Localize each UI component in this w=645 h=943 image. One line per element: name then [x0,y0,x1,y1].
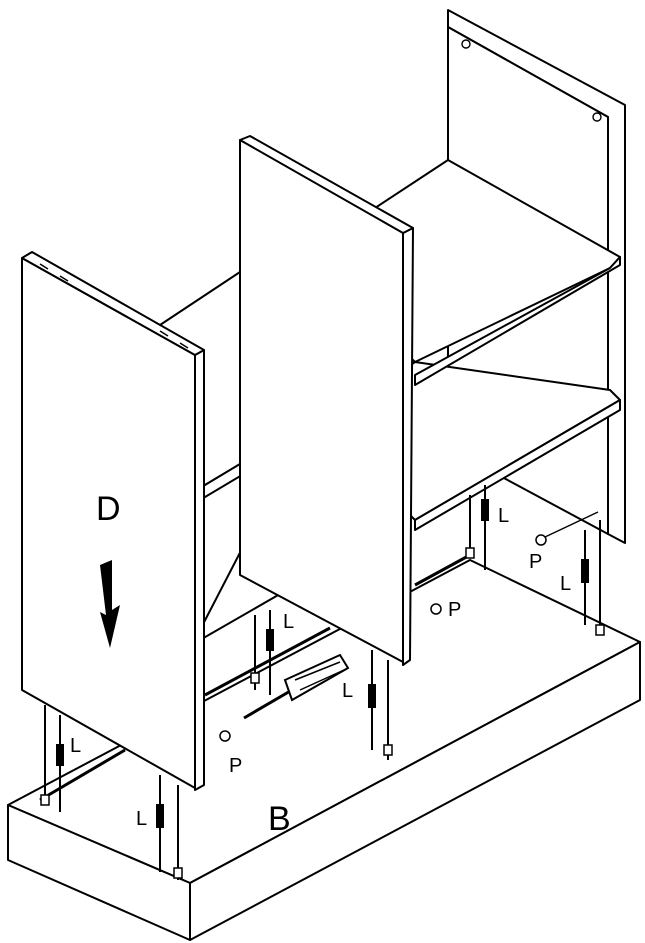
label-p-2: P [448,599,461,621]
base-rails [39,553,471,802]
side-panel-d [21,251,205,791]
dowels [40,485,605,880]
base-panel-b [7,559,641,941]
diagram-labels: D B L L L L L L P P P [70,490,571,838]
label-p-1: P [229,755,242,777]
middle-divider-panel [239,135,414,666]
label-l-6: L [560,573,571,595]
label-l-5: L [498,505,509,527]
label-panel-d: D [96,490,121,528]
screwdriver-icon [243,653,350,720]
label-l-2: L [136,808,147,830]
label-l-3: L [283,611,294,633]
label-panel-b: B [268,800,291,838]
label-l-4: L [342,680,353,702]
label-p-3: P [529,551,542,573]
label-l-1: L [70,735,81,757]
arrow-down-icon [100,560,120,648]
